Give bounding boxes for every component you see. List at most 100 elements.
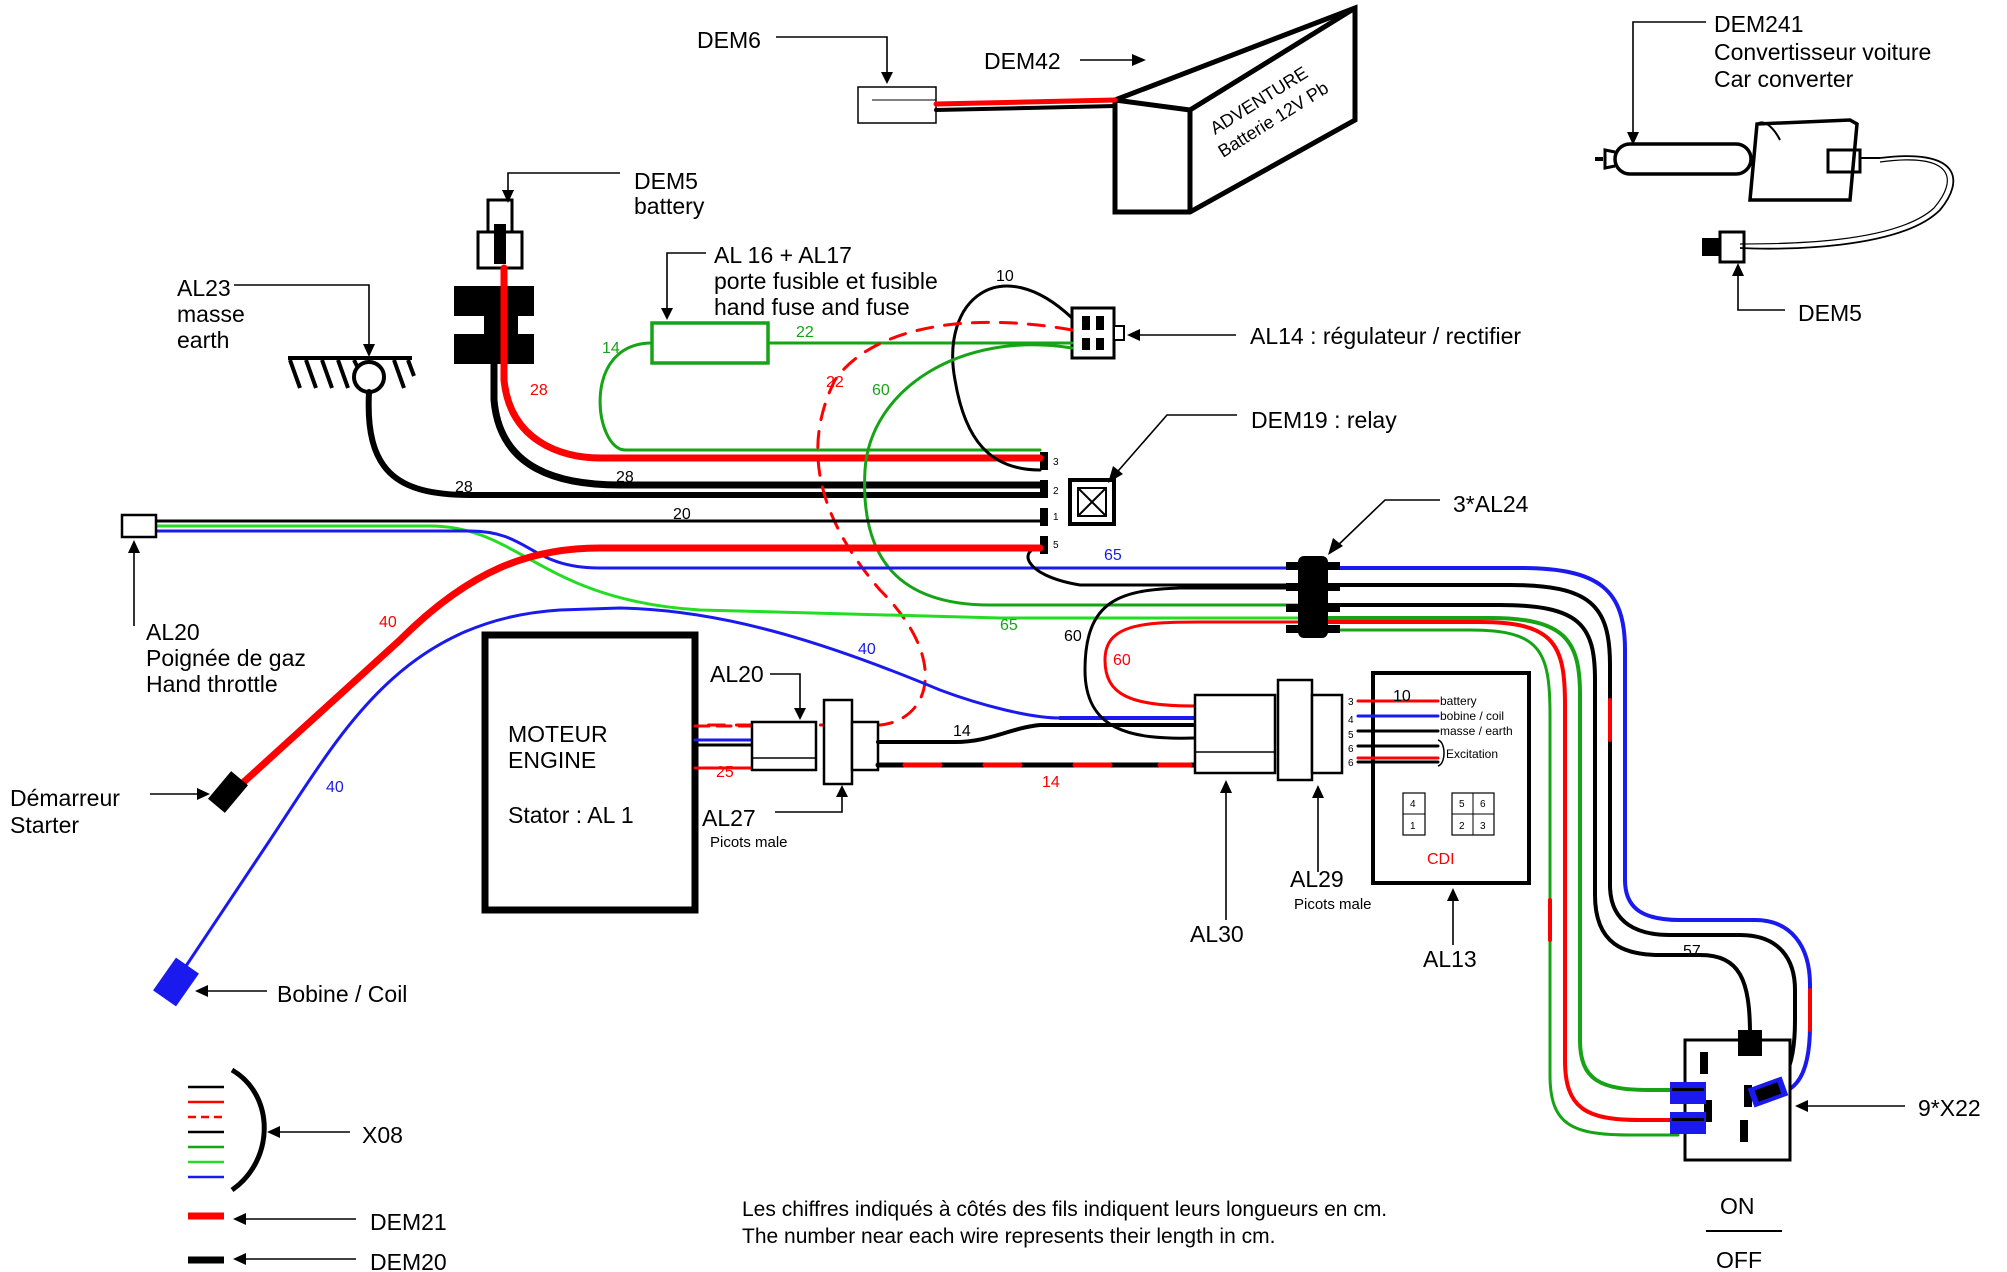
coil-connector [153,957,199,1007]
label-starter-en: Starter [10,812,79,838]
engine-en: ENGINE [508,747,596,773]
relay-pin: 2 [1053,486,1059,497]
relay-pin: 1 [1053,512,1059,523]
throttle-connector [120,513,158,539]
starter-coil-wires [178,544,1202,977]
label-on: ON [1720,1193,1755,1219]
cdi-unit [1356,671,1531,885]
cdi-grid-label: 1 [1410,821,1416,832]
relay-pin: 5 [1053,540,1059,551]
wire-length: 28 [455,479,473,496]
label-al24: 3*AL24 [1453,491,1529,517]
al20-connector [750,720,818,772]
cdi-grid-label: 6 [1480,799,1486,810]
wire-length: 60 [872,382,890,399]
middle-wires [875,586,1302,768]
label-dem42: DEM42 [984,48,1061,74]
label-al20-fr: Poignée de gaz [146,645,306,671]
label-dem5-right: DEM5 [1798,300,1862,326]
label-al23-en: earth [177,327,229,353]
starter-connector [208,771,248,813]
note-fr: Les chiffres indiqués à côtés des fils i… [742,1198,1387,1221]
label-al23: AL23 [177,275,231,301]
wire-length: 40 [858,641,876,658]
cdi-battery: battery [1440,694,1477,708]
label-dem6: DEM6 [697,27,761,53]
label-dem21: DEM21 [370,1209,447,1235]
label-starter-fr: Démarreur [10,785,120,811]
al30-connector [1193,693,1277,775]
wire-length: 57 [1683,943,1701,960]
cdi-pin: 4 [1348,715,1354,726]
engine-fr: MOTEUR [508,721,608,747]
label-al16-fr: porte fusible et fusible [714,268,938,294]
label-dem241: DEM241 [1714,11,1803,37]
wire-length: 14 [1042,774,1060,791]
cdi-grid-label: 2 [1459,821,1465,832]
cdi-pin: 5 [1348,730,1354,741]
battery: ADVENTURE Batterie 12V Pb [1112,4,1358,215]
stator: Stator : AL 1 [508,802,634,828]
al27-connector [822,698,854,786]
earth-symbol [288,356,416,394]
label-dem5-top: DEM5 [634,168,698,194]
cdi-grid-label: 5 [1459,799,1465,810]
label-al14: AL14 : régulateur / rectifier [1250,323,1521,349]
fuse-holder [650,321,770,365]
label-off: OFF [1716,1247,1762,1272]
cdi-masse: masse / earth [1440,724,1513,738]
cdi-grid-label: 3 [1480,821,1486,832]
label-dem19: DEM19 : relay [1251,407,1397,433]
cdi-pin: 6 [1348,758,1354,769]
wire-length: 60 [1113,652,1131,669]
regulator [1070,306,1125,360]
wire-length: 25 [716,764,734,781]
legend [188,1067,267,1264]
label-dem5-top-sub: battery [634,193,705,219]
wire-length: 22 [826,374,844,391]
label-al30: AL30 [1190,921,1244,947]
label-al27: AL27 [702,805,756,831]
dem42-cable [857,86,1118,124]
al29-connector [1276,678,1314,782]
car-converter [1595,118,1955,264]
label-dem241-fr: Convertisseur voiture [1714,39,1931,65]
al24-grommet [1286,556,1340,638]
wire-length: 10 [996,268,1014,285]
wire-length: 20 [673,506,691,523]
label-al13: AL13 [1423,946,1477,972]
cdi-bobine: bobine / coil [1440,709,1504,723]
label-al27-sub: Picots male [710,834,788,851]
label-al20-left: AL20 [146,619,200,645]
label-al29-sub: Picots male [1294,896,1372,913]
wire-length: 14 [602,340,620,357]
upper-wires [154,264,1502,727]
label-al16-title: AL 16 + AL17 [714,242,852,268]
cdi-pin: 6 [1348,744,1354,755]
relay-pin: 3 [1053,457,1059,468]
switch-blue-connector [1747,1076,1789,1108]
label-al23-fr: masse [177,301,245,327]
wire-length: 22 [796,324,814,341]
stator-wires [693,724,754,770]
right-harness [1298,566,1812,1137]
cdi-title: CDI [1427,851,1455,868]
label-x22: 9*X22 [1918,1095,1981,1121]
wire-length: 40 [379,614,397,631]
label-al29: AL29 [1290,866,1344,892]
cdi-grid-label: 4 [1410,799,1416,810]
cdi-pin: 3 [1348,697,1354,708]
wire-length: 14 [953,723,971,740]
wire-length: 28 [616,469,634,486]
label-al20-en: Hand throttle [146,671,278,697]
wire-length: 65 [1000,617,1018,634]
dem5-connector [454,198,534,364]
cdi-excitation: Excitation [1446,747,1498,761]
label-dem241-en: Car converter [1714,66,1854,92]
engine-box [481,631,699,914]
wire-length: 60 [1064,628,1082,645]
label-al16-en: hand fuse and fuse [714,294,910,320]
label-dem20: DEM20 [370,1249,447,1272]
label-x08: X08 [362,1122,403,1148]
wire-length: 10 [1393,688,1411,705]
